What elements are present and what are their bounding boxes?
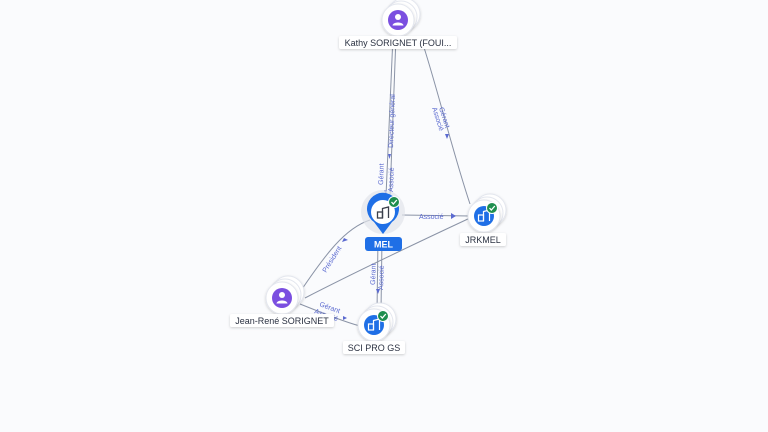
arrow-jean-sci xyxy=(343,316,347,320)
edge-kathy-jrkmel xyxy=(420,37,471,205)
edges xyxy=(299,35,471,327)
main-node-label-badge xyxy=(365,237,402,251)
person-icon xyxy=(388,10,408,30)
verified-badge-icon xyxy=(377,310,389,322)
arrow-mel-sci xyxy=(376,289,380,294)
arrow-mel-jrkmel xyxy=(451,213,456,219)
arrow-dg xyxy=(388,154,391,159)
edge-label-associe-mel-jrkmel: Associé xyxy=(419,214,444,221)
edge-mel-jrkmel xyxy=(401,214,471,217)
node-label-kathy: Kathy SORIGNET (FOUI... xyxy=(345,38,452,48)
verified-badge-icon xyxy=(388,196,400,208)
node-mel-main[interactable]: MEL xyxy=(361,190,405,251)
edge-labels: Directeur général Gérant Associé Gérant … xyxy=(313,94,450,324)
edge-jean-mel-2 xyxy=(304,217,471,299)
edge-label-associe-kathy-mel: Associé xyxy=(388,167,396,192)
node-label-jean-rene: Jean-René SORIGNET xyxy=(235,316,329,326)
building-icon xyxy=(376,206,390,219)
edge-label-gerant-mel-sci: Gérant xyxy=(370,263,378,285)
node-label-mel: MEL xyxy=(374,240,394,250)
person-icon xyxy=(272,288,292,308)
edge-jean-mel-1 xyxy=(299,219,371,293)
node-jean-rene-sorignet[interactable]: Jean-René SORIGNET xyxy=(230,275,334,327)
edge-kathy-mel-2 xyxy=(389,35,397,197)
arrow-kathy-jrkmel xyxy=(445,134,449,139)
node-label-sci-pro-gs: SCI PRO GS xyxy=(348,343,401,353)
node-kathy-sorignet[interactable]: Kathy SORIGNET (FOUI... xyxy=(339,0,457,49)
arrow-president xyxy=(342,238,348,242)
verified-badge-icon xyxy=(486,202,498,214)
edge-label-associe-mel-sci: Associé xyxy=(378,265,386,290)
edge-kathy-mel-1 xyxy=(385,35,394,197)
node-label-jrkmel: JRKMEL xyxy=(465,235,501,245)
node-jrkmel[interactable]: JRKMEL xyxy=(460,193,507,246)
edge-label-president: Président xyxy=(322,245,344,274)
node-sci-pro-gs[interactable]: SCI PRO GS xyxy=(343,302,405,354)
edge-label-gerant-kathy-mel: Gérant xyxy=(378,163,386,185)
edge-label-directeur-general: Directeur général xyxy=(388,94,397,148)
